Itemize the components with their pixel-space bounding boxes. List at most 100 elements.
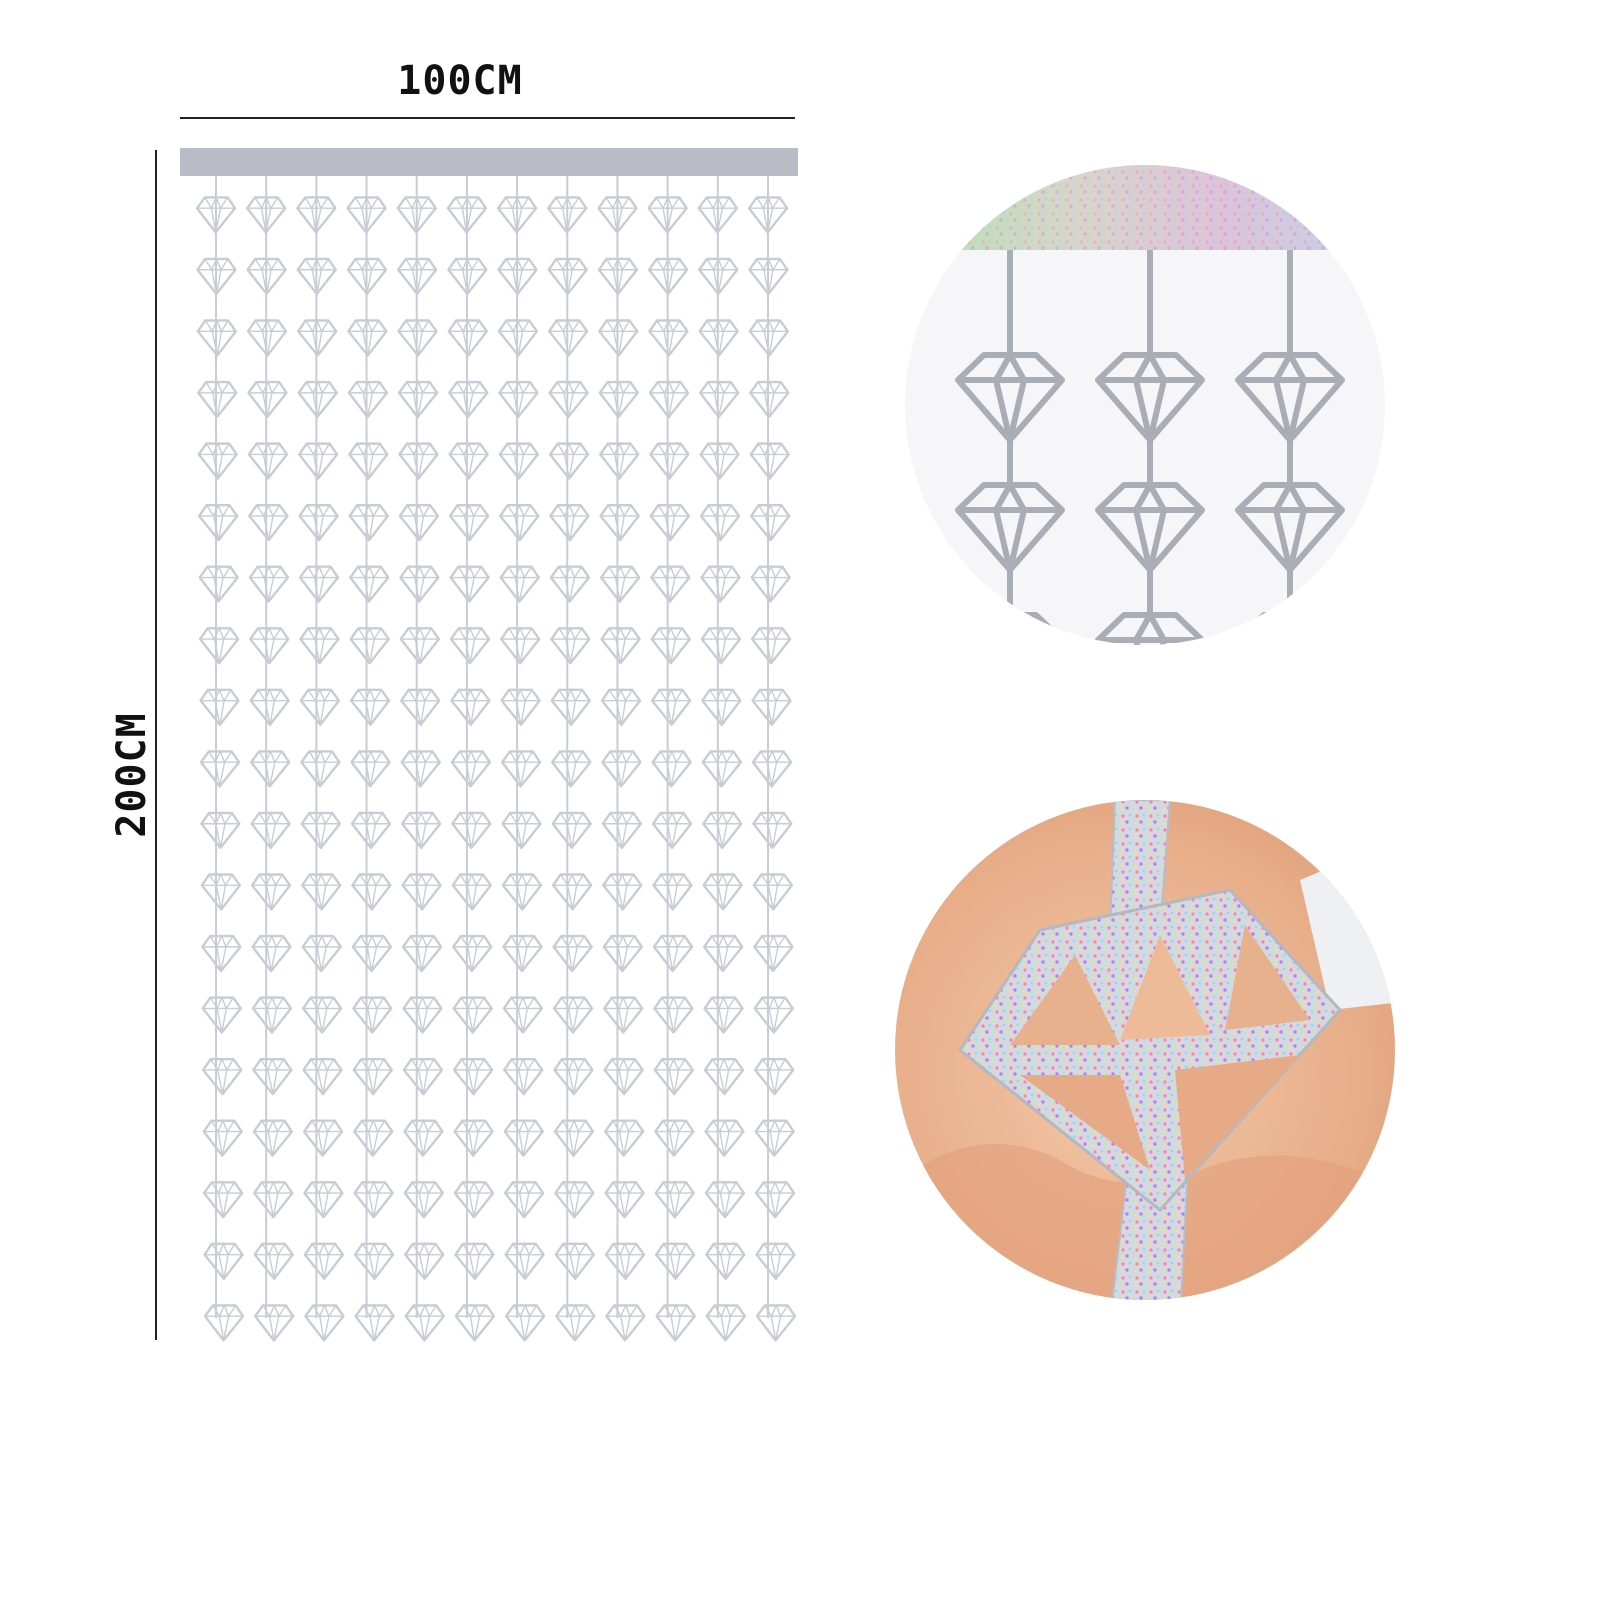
diamond-icon [703, 995, 744, 1034]
width-dimension-label: 100CM [397, 58, 523, 104]
diamond-icon [504, 1303, 546, 1342]
diamond-closeup-icon [1235, 352, 1345, 443]
diamond-icon [603, 1057, 644, 1096]
diamond-icon [551, 749, 592, 788]
diamond-icon [452, 1057, 494, 1096]
diamond-icon [753, 1057, 795, 1096]
diamond-icon [297, 380, 338, 419]
diamond-icon [654, 1242, 696, 1280]
diamond-icon [704, 1118, 745, 1157]
diamond-icon [397, 318, 438, 357]
diamond-icon [653, 1057, 695, 1096]
diamond-icon [301, 872, 342, 911]
diamond-icon [648, 318, 689, 357]
diamond-icon [253, 1242, 294, 1280]
diamond-icon [449, 564, 490, 603]
diamond-icon [499, 564, 540, 603]
diamond-icon [598, 380, 640, 419]
diamond-icon [701, 749, 743, 788]
diamond-icon [547, 195, 588, 234]
diamond-icon [447, 257, 488, 296]
diamond-icon [197, 380, 238, 419]
diamond-icon [449, 626, 491, 665]
diamond-icon [300, 749, 341, 788]
diamond-icon [195, 195, 237, 234]
diamond-icon [402, 995, 443, 1034]
diamond-icon [553, 1118, 595, 1157]
diamond-icon [755, 1242, 796, 1280]
diamond-icon [199, 749, 241, 788]
diamond-icon [651, 811, 693, 850]
diamond-icon [349, 688, 391, 726]
diamond-icon [754, 1180, 796, 1219]
diamond-icon [353, 1242, 395, 1280]
diamond-icon [653, 995, 694, 1034]
diamond-icon [353, 1118, 394, 1157]
curtain-strands [195, 176, 797, 1342]
diamond-icon [197, 441, 238, 480]
diamond-icon [647, 195, 688, 234]
diamond-icon [747, 195, 789, 234]
diamond-icon [252, 1057, 293, 1096]
diamond-icon [647, 257, 689, 296]
diamond-icon [250, 872, 292, 911]
diamond-closeup-icon [1235, 612, 1345, 645]
diamond-icon [601, 749, 642, 788]
diamond-icon [699, 503, 741, 542]
diamond-icon [298, 503, 339, 542]
diamond-icon [302, 1118, 344, 1157]
diamond-icon [401, 872, 442, 911]
diamond-icon [350, 749, 391, 788]
diamond-icon [247, 380, 288, 419]
diamond-icon [448, 441, 489, 480]
diamond-icon [548, 441, 590, 480]
diamond-icon [597, 257, 639, 296]
diamond-icon [347, 318, 388, 357]
diamond-icon [201, 995, 242, 1034]
diamond-icon [599, 564, 641, 603]
diamond-icon [702, 811, 743, 850]
diamond-icon [504, 1180, 545, 1219]
diamond-icon [349, 564, 390, 603]
diamond-icon [346, 257, 388, 296]
diamond-icon [203, 1242, 244, 1280]
diamond-icon [552, 934, 593, 973]
diamond-icon [650, 564, 691, 603]
diamond-closeup-icon [955, 482, 1065, 573]
diamond-icon [249, 688, 290, 726]
diamond-icon [552, 995, 594, 1034]
diamond-icon [197, 503, 239, 542]
diamond-icon [350, 811, 392, 850]
diamond-icon [453, 1118, 494, 1157]
diamond-icon [352, 1057, 393, 1096]
diamond-icon [755, 1303, 797, 1342]
diamond-icon [698, 380, 740, 419]
diamond-icon [301, 934, 342, 973]
diamond-icon [751, 688, 792, 726]
diamond-icon [549, 564, 591, 603]
diamond-icon [200, 872, 242, 911]
diamond-icon [202, 1118, 243, 1157]
diamond-icon [454, 1303, 496, 1342]
diamond-icon [705, 1242, 746, 1280]
diamond-icon [651, 749, 692, 788]
diamond-icon [348, 441, 389, 480]
diamond-icon [599, 503, 640, 542]
diamond-icon [404, 1303, 445, 1342]
diamond-icon [551, 811, 592, 850]
diamond-icon [397, 380, 439, 419]
diamond-icon [199, 688, 240, 726]
diamond-icon [251, 995, 293, 1034]
diamond-icon [446, 195, 488, 234]
diamond-icon [396, 195, 437, 234]
diamond-icon [648, 380, 690, 419]
diamond-icon [750, 564, 791, 603]
diamond-icon [198, 564, 239, 603]
diamond-icon [401, 934, 443, 973]
diamond-icon [752, 872, 794, 911]
diamond-icon [349, 626, 390, 665]
diamond-icon [554, 1242, 595, 1280]
diamond-icon [748, 257, 789, 296]
diamond-icon [248, 564, 290, 603]
